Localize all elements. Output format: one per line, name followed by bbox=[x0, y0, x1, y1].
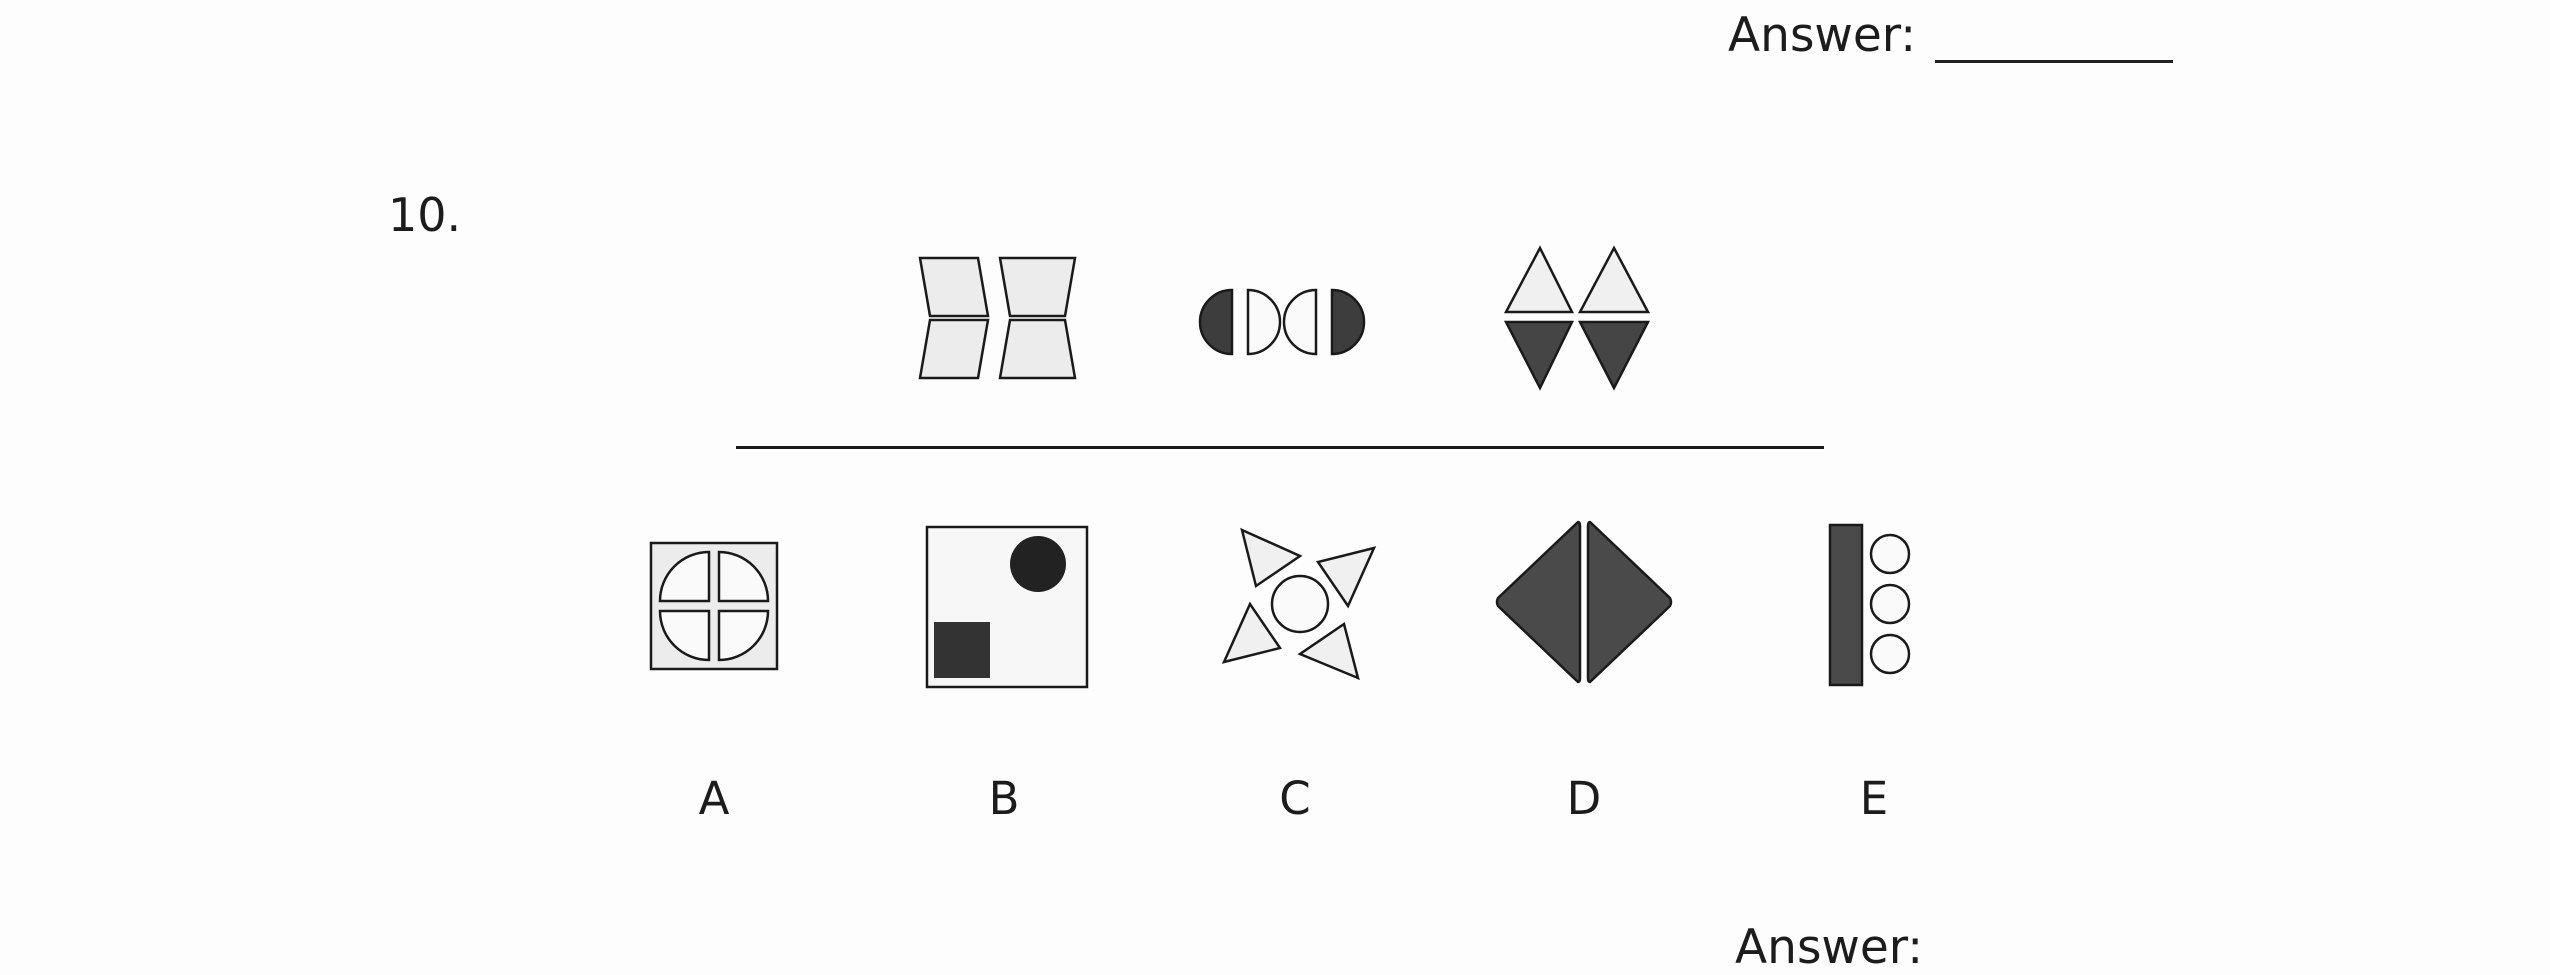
parallelogram-grid-icon bbox=[918, 256, 1077, 380]
divider-line bbox=[736, 446, 1824, 449]
quartered-circle-in-square-icon[interactable] bbox=[648, 540, 780, 672]
four-triangles-around-circle-icon[interactable] bbox=[1220, 524, 1380, 684]
answer-label: Answer: bbox=[1728, 8, 1917, 63]
option-label-d[interactable]: D bbox=[1566, 772, 1602, 825]
option-label-a[interactable]: A bbox=[698, 772, 730, 825]
option-label-e[interactable]: E bbox=[1859, 772, 1889, 825]
half-circles-icon bbox=[1198, 288, 1366, 356]
option-label-c[interactable]: C bbox=[1279, 772, 1311, 825]
option-label-b[interactable]: B bbox=[988, 772, 1020, 825]
next-answer-label: Answer: bbox=[1735, 920, 1924, 975]
split-diamond-icon[interactable] bbox=[1494, 516, 1674, 688]
answer-blank[interactable] bbox=[1935, 60, 2173, 63]
bar-and-three-circles-icon[interactable] bbox=[1826, 522, 1916, 688]
triangles-pairs-icon bbox=[1503, 245, 1651, 391]
question-number: 10. bbox=[388, 188, 462, 242]
circle-and-square-in-frame-icon[interactable] bbox=[924, 524, 1090, 690]
